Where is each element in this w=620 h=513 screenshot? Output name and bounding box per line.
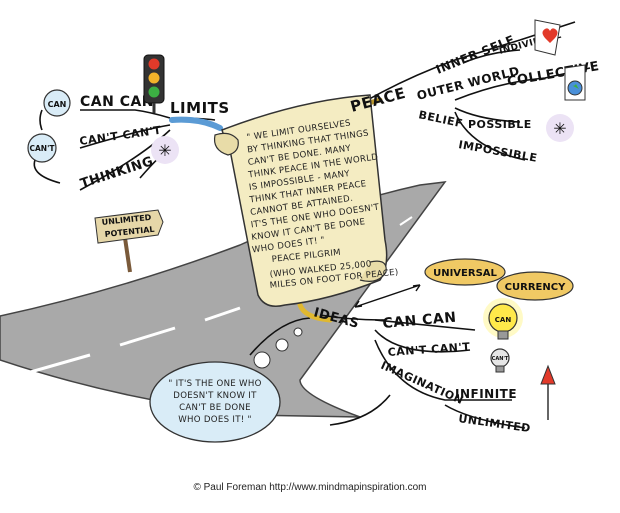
branch-limits: LIMITS: [170, 99, 230, 117]
svg-text:CAN: CAN: [495, 316, 512, 324]
signpost-icon: UNLIMITED POTENTIAL: [94, 209, 164, 273]
svg-text:CAN'T: CAN'T: [492, 356, 509, 362]
thought-bubble-line: " IT'S THE ONE WHO: [168, 379, 261, 389]
globe-icon: [564, 64, 586, 101]
branch-collective: COLLECTIVE: [506, 59, 600, 90]
branch-unlimited: UNLIMITED: [458, 412, 532, 435]
traffic-light-icon: [143, 54, 165, 113]
branch-infinite: INFINITE: [455, 387, 517, 401]
svg-text:✳: ✳: [158, 141, 171, 160]
ideas-branch: [297, 302, 333, 323]
svg-text:CAN'T: CAN'T: [30, 144, 56, 153]
svg-text:CAN: CAN: [48, 100, 67, 109]
branch-imagination: IMAGINATION: [379, 359, 466, 407]
svg-text:CURRENCY: CURRENCY: [505, 282, 566, 293]
thought-bubble-line: WHO DOES IT! ": [178, 415, 252, 425]
limits-branch: [169, 116, 223, 131]
light-bulb-icon: CAN'T: [490, 348, 510, 373]
thought-bubble-line: CAN'T BE DONE: [179, 403, 251, 413]
branch-belief: BELIEF: [417, 108, 464, 130]
branch-impossible: IMPOSSIBLE: [457, 138, 538, 165]
thought-bubble: " IT'S THE ONE WHO DOESN'T KNOW IT CAN'T B…: [149, 327, 303, 443]
thought-bubble-line: DOESN'T KNOW IT: [173, 391, 257, 401]
heart-icon: [534, 19, 561, 56]
copyright-credit: © Paul Foreman http://www.mindmapinspira…: [193, 482, 427, 493]
branch-ideas-cant-cant: CAN'T CAN'T: [387, 340, 470, 359]
arrow-up-icon: [540, 364, 556, 420]
branch-can-can: CAN CAN: [80, 94, 154, 110]
svg-text:✳: ✳: [553, 119, 566, 138]
branch-cant-cant: CAN'T CAN'T: [79, 124, 163, 148]
branch-possible: POSSIBLE: [468, 118, 532, 131]
sparkle-icon: ✳: [151, 136, 179, 164]
svg-text:UNIVERSAL: UNIVERSAL: [433, 268, 497, 279]
branch-peace: PEACE: [348, 84, 407, 116]
branch-ideas-can-can: CAN CAN: [382, 310, 457, 332]
universal-coin: UNIVERSAL: [424, 258, 506, 286]
sparkle-icon: ✳: [546, 114, 574, 142]
can-bubble: CAN: [43, 89, 71, 117]
light-bulb-icon: CAN: [483, 298, 523, 340]
currency-coin: CURRENCY: [496, 271, 574, 301]
cant-bubble: CAN'T: [27, 133, 57, 163]
double-arrow: [354, 284, 421, 308]
